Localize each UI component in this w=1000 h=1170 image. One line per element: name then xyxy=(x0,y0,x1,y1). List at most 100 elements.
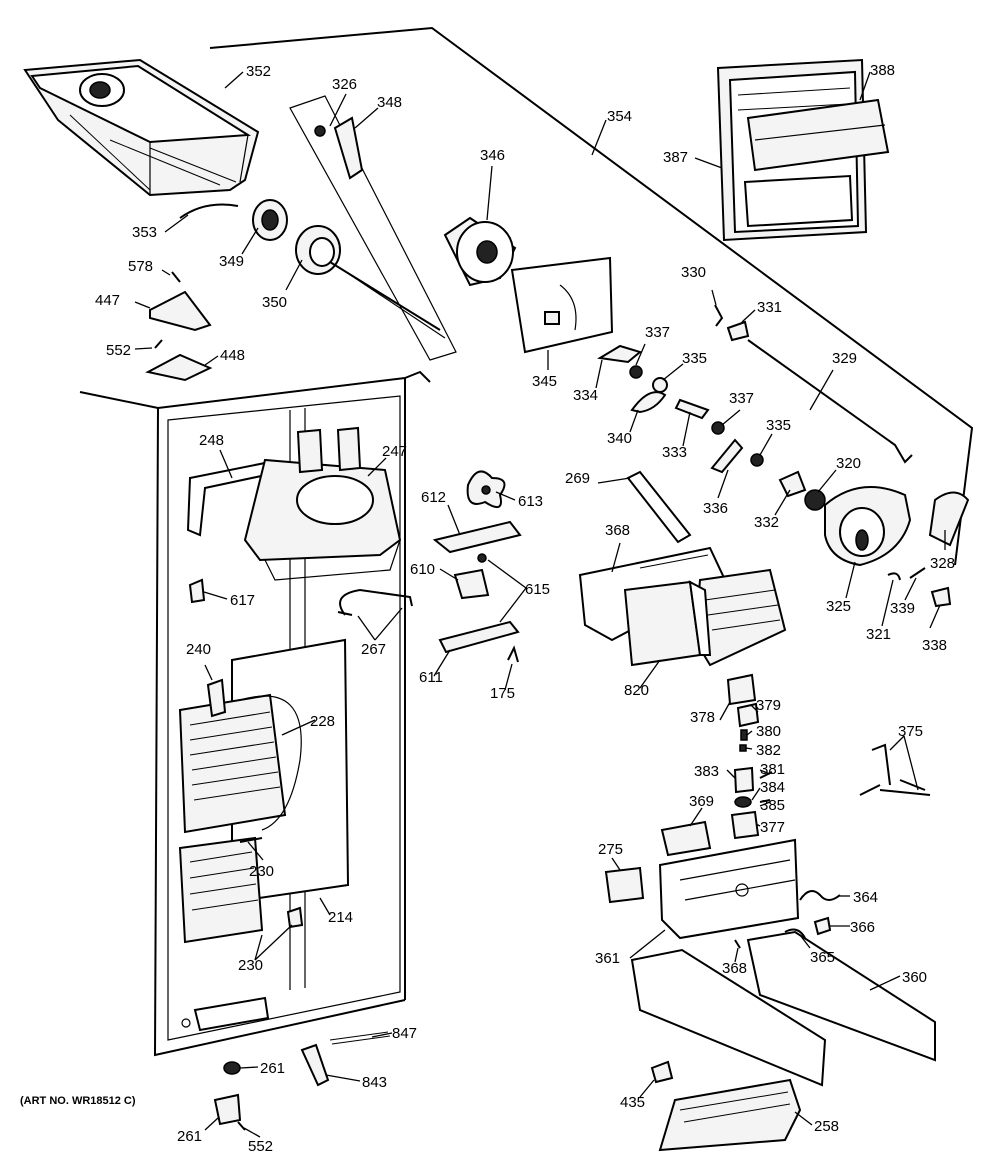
callout-382: 382 xyxy=(756,742,781,759)
callout-331: 331 xyxy=(757,299,782,316)
callout-617: 617 xyxy=(230,592,255,609)
callout-247: 247 xyxy=(382,443,407,460)
harness-375 xyxy=(859,743,931,796)
callout-612: 612 xyxy=(421,489,446,506)
callout-375: 375 xyxy=(898,723,923,740)
callout-387: 387 xyxy=(663,149,688,166)
washer-337b xyxy=(711,421,725,435)
pin-380 xyxy=(740,729,748,741)
callout-385: 385 xyxy=(760,797,785,814)
washer-381 xyxy=(759,771,773,779)
bracket-447 xyxy=(149,290,212,332)
motor-346 xyxy=(443,216,517,287)
callout-847: 847 xyxy=(392,1025,417,1042)
control-box-361 xyxy=(658,838,800,940)
bumper-261-lower xyxy=(213,1093,242,1126)
tray-rails-360 xyxy=(630,930,936,1087)
part-435 xyxy=(650,1060,674,1084)
callout-365: 365 xyxy=(810,949,835,966)
callout-333: 333 xyxy=(662,444,687,461)
callout-325: 325 xyxy=(826,598,851,615)
callout-346: 346 xyxy=(480,147,505,164)
cover-820 xyxy=(623,580,712,667)
spring-364 xyxy=(799,890,841,901)
washer-335a xyxy=(652,377,668,393)
callout-339: 339 xyxy=(890,600,915,617)
callout-613: 613 xyxy=(518,493,543,510)
rod-329 xyxy=(747,339,913,464)
callout-261-lower: 261 xyxy=(177,1128,202,1145)
clip-385 xyxy=(759,799,771,803)
callout-336: 336 xyxy=(703,500,728,517)
callout-352: 352 xyxy=(246,63,271,80)
callout-349: 349 xyxy=(219,253,244,270)
callout-369: 369 xyxy=(689,793,714,810)
seal-384 xyxy=(734,796,752,808)
clip-230-upper xyxy=(239,837,263,843)
callout-388: 388 xyxy=(870,62,895,79)
callout-368-upper: 368 xyxy=(605,522,630,539)
lever-336 xyxy=(710,438,744,474)
callout-228: 228 xyxy=(310,713,335,730)
spring-353 xyxy=(179,203,239,219)
callout-340: 340 xyxy=(607,430,632,447)
gear-320 xyxy=(804,489,826,511)
callout-329: 329 xyxy=(832,350,857,367)
callout-354: 354 xyxy=(607,108,632,125)
spring-330 xyxy=(714,304,724,327)
callout-337-upper: 337 xyxy=(645,324,670,341)
callout-552-lower: 552 xyxy=(248,1138,273,1155)
callout-337-lower: 337 xyxy=(729,390,754,407)
callout-175: 175 xyxy=(490,685,515,702)
bracket-448 xyxy=(145,353,213,382)
callout-338: 338 xyxy=(922,637,947,654)
bracket-843 xyxy=(300,1043,330,1087)
screw-578 xyxy=(171,271,181,283)
shaft-332 xyxy=(778,470,807,498)
cabinet xyxy=(79,370,431,1057)
callout-335-upper: 335 xyxy=(682,350,707,367)
arm-333 xyxy=(674,398,710,420)
callout-345: 345 xyxy=(532,373,557,390)
callout-348: 348 xyxy=(377,94,402,111)
callout-230-upper: 230 xyxy=(249,863,274,880)
evaporator-228 xyxy=(178,693,302,834)
arm-331 xyxy=(726,320,750,342)
callout-368-lower: 368 xyxy=(722,960,747,977)
actuator-378 xyxy=(726,673,757,706)
grommet-615 xyxy=(477,553,487,563)
sensor-240 xyxy=(206,678,227,718)
clip-230-lower xyxy=(286,906,304,929)
art-number-note: (ART NO. WR18512 C) xyxy=(20,1095,136,1107)
fan-housing-247 xyxy=(243,426,402,581)
callout-240: 240 xyxy=(186,641,211,658)
clip-365 xyxy=(784,928,806,939)
callout-335-lower: 335 xyxy=(766,417,791,434)
bracket-275 xyxy=(604,866,645,904)
bumper-261-upper xyxy=(223,1061,241,1075)
clip-321 xyxy=(887,572,901,581)
callout-258: 258 xyxy=(814,1118,839,1135)
dispenser-door-388 xyxy=(746,98,890,172)
callout-353: 353 xyxy=(132,224,157,241)
clip-348 xyxy=(333,116,364,180)
bracket-612 xyxy=(432,520,522,554)
washer-337a xyxy=(629,365,643,379)
pin-339 xyxy=(909,567,926,579)
callout-328: 328 xyxy=(930,555,955,572)
fan-blade-613 xyxy=(466,470,506,509)
callout-611: 611 xyxy=(419,669,443,686)
valve-369 xyxy=(660,820,712,857)
bracket-611 xyxy=(438,620,520,654)
screw-326 xyxy=(314,125,326,137)
lever-334 xyxy=(597,344,643,364)
gasket-847 xyxy=(329,1031,391,1045)
callout-261-upper: 261 xyxy=(260,1060,285,1077)
callout-377: 377 xyxy=(760,819,785,836)
callout-384: 384 xyxy=(760,779,785,796)
callout-448: 448 xyxy=(220,347,245,364)
cup-383 xyxy=(733,766,755,794)
callout-labels: 352 326 348 354 388 387 346 353 349 350 … xyxy=(95,62,955,1155)
callout-326: 326 xyxy=(332,76,357,93)
